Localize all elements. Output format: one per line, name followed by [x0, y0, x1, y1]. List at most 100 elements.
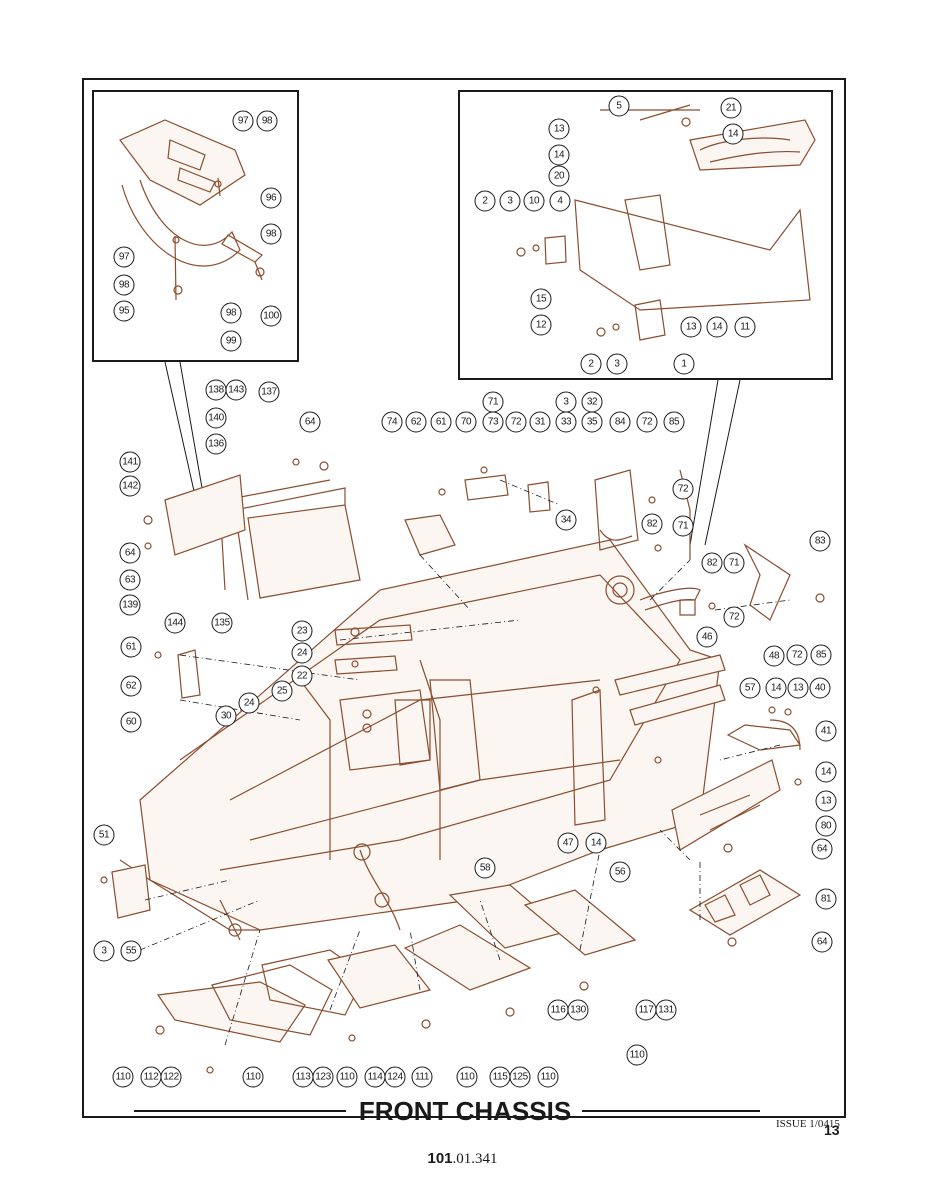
callout-circle	[291, 620, 313, 642]
callout-number: 85	[816, 650, 827, 661]
callout-circle	[299, 411, 321, 433]
callout-123: 123	[312, 1066, 334, 1088]
part-number-bold: 101	[427, 1150, 453, 1167]
callout-number: 99	[226, 336, 237, 347]
callout-circle	[411, 1066, 433, 1088]
callout-circle	[811, 838, 833, 860]
callout-number: 14	[821, 767, 832, 778]
callout-72: 72	[723, 606, 745, 628]
callout-72: 72	[505, 411, 527, 433]
callout-number: 123	[315, 1072, 331, 1083]
callout-112: 112	[140, 1066, 162, 1088]
callout-4: 4	[549, 190, 571, 212]
callout-number: 137	[261, 387, 277, 398]
callout-100: 100	[260, 305, 282, 327]
callout-circle	[815, 888, 837, 910]
callout-3: 3	[499, 190, 521, 212]
title-rule-right	[582, 1110, 760, 1112]
callout-97: 97	[113, 246, 135, 268]
callout-number: 84	[615, 417, 626, 428]
callout-136: 136	[205, 433, 227, 455]
callout-97: 97	[232, 110, 254, 132]
callout-circle	[119, 594, 141, 616]
callout-number: 114	[368, 1072, 384, 1083]
callout-number: 10	[529, 196, 540, 207]
callout-84: 84	[609, 411, 631, 433]
callout-circle	[609, 411, 631, 433]
callout-number: 24	[297, 648, 308, 659]
callout-number: 60	[126, 717, 137, 728]
callout-122: 122	[160, 1066, 182, 1088]
callout-14: 14	[706, 316, 728, 338]
callout-number: 141	[122, 457, 138, 468]
callout-number: 117	[639, 1005, 655, 1016]
callout-circle	[258, 381, 280, 403]
callout-number: 3	[614, 359, 620, 370]
callout-number: 71	[678, 521, 689, 532]
callout-number: 30	[221, 711, 232, 722]
callout-number: 112	[144, 1072, 160, 1083]
callout-135: 135	[211, 612, 233, 634]
callout-63: 63	[119, 569, 141, 591]
callout-81: 81	[815, 888, 837, 910]
callout-number: 51	[99, 830, 110, 841]
callout-circle	[810, 644, 832, 666]
callout-137: 137	[258, 381, 280, 403]
page-title: FRONT CHASSIS	[358, 1096, 572, 1126]
callout-23: 23	[291, 620, 313, 642]
callout-circle	[119, 451, 141, 473]
callout-141: 141	[119, 451, 141, 473]
callout-95: 95	[113, 300, 135, 322]
callout-115: 115	[489, 1066, 511, 1088]
callout-number: 110	[116, 1072, 132, 1083]
callout-circle	[232, 110, 254, 132]
issue-label: ISSUE 1/0415	[776, 1118, 840, 1130]
callout-number: 61	[436, 417, 447, 428]
callout-13: 13	[548, 118, 570, 140]
callout-number: 74	[387, 417, 398, 428]
callout-number: 23	[297, 626, 308, 637]
callout-number: 80	[821, 821, 832, 832]
callout-circle	[93, 824, 115, 846]
callout-99: 99	[220, 330, 242, 352]
callout-5: 5	[608, 95, 630, 117]
callout-73: 73	[482, 411, 504, 433]
callout-113: 113	[292, 1066, 314, 1088]
callout-72: 72	[636, 411, 658, 433]
callout-number: 21	[726, 103, 737, 114]
callout-number: 144	[167, 618, 183, 629]
callout-40: 40	[809, 677, 831, 699]
callout-number: 61	[126, 642, 137, 653]
callout-circle	[530, 288, 552, 310]
callout-number: 116	[551, 1005, 567, 1016]
callout-96: 96	[260, 187, 282, 209]
callout-10: 10	[523, 190, 545, 212]
callout-34: 34	[555, 509, 577, 531]
callout-number: 4	[557, 196, 563, 207]
callout-circle	[120, 636, 142, 658]
callout-64: 64	[811, 838, 833, 860]
callout-circle	[312, 1066, 334, 1088]
callout-110: 110	[626, 1044, 648, 1066]
page-number: 13	[824, 1122, 840, 1138]
callout-14: 14	[548, 144, 570, 166]
callout-110: 110	[336, 1066, 358, 1088]
callout-number: 71	[488, 397, 499, 408]
callout-circle	[723, 606, 745, 628]
callout-111: 111	[411, 1066, 433, 1088]
callout-46: 46	[696, 626, 718, 648]
callout-circle	[509, 1066, 531, 1088]
callout-circle	[555, 411, 577, 433]
callout-circle	[626, 1044, 648, 1066]
callout-64: 64	[299, 411, 321, 433]
callout-number: 58	[480, 863, 491, 874]
callout-64: 64	[811, 931, 833, 953]
callout-circle	[242, 1066, 264, 1088]
callout-85: 85	[810, 644, 832, 666]
callout-number: 5	[616, 101, 622, 112]
callout-24: 24	[291, 642, 313, 664]
callout-number: 95	[119, 306, 130, 317]
callout-3: 3	[606, 353, 628, 375]
callout-circle	[119, 569, 141, 591]
callout-24: 24	[238, 692, 260, 714]
